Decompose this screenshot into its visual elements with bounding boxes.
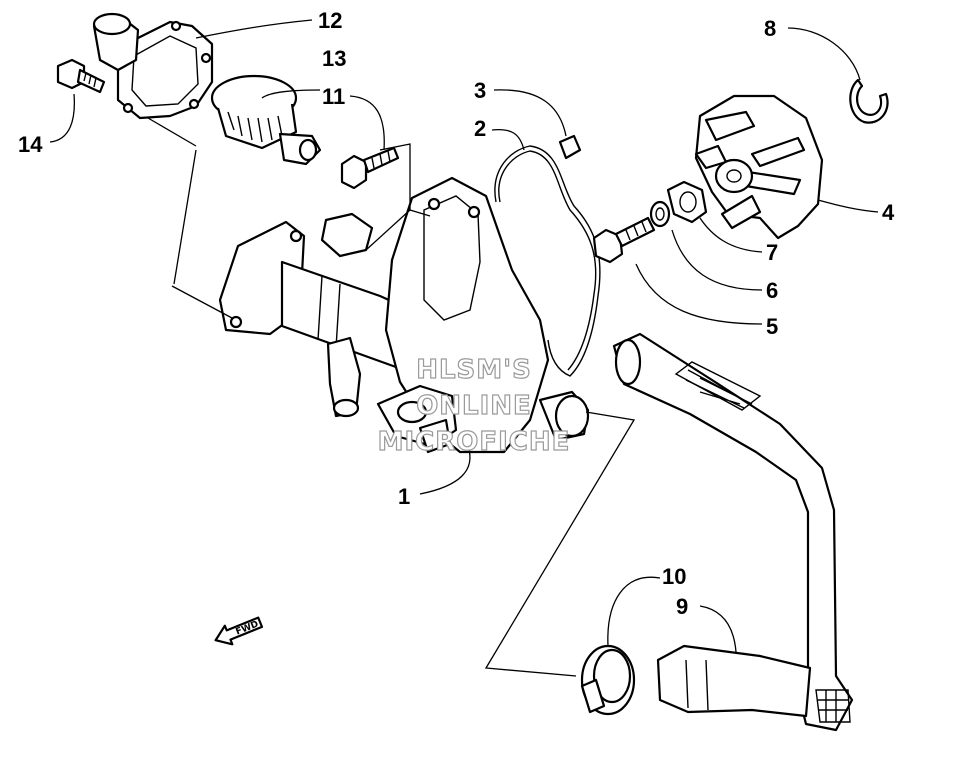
part-1-water-pump-body bbox=[218, 176, 590, 454]
callout-6: 6 bbox=[766, 278, 778, 303]
forward-arrow-icon: FWD bbox=[214, 616, 264, 646]
part-12-thermostat-cover bbox=[92, 12, 214, 120]
watermark-line-3: MICROFICHE bbox=[378, 427, 571, 457]
assembly-lines bbox=[147, 117, 636, 677]
watermark-line-1: HLSM'S bbox=[416, 355, 532, 385]
watermark: HLSM'S ONLINE MICROFICHE bbox=[377, 354, 571, 457]
callout-10: 10 bbox=[662, 564, 686, 589]
part-5-bolt bbox=[592, 216, 656, 264]
part-13-thermostat bbox=[210, 74, 322, 166]
part-8-circlip bbox=[849, 78, 889, 124]
callout-7: 7 bbox=[766, 240, 778, 265]
callout-1: 1 bbox=[398, 484, 410, 509]
part-10-hose-clamp bbox=[580, 644, 636, 716]
callout-8: 8 bbox=[764, 16, 776, 41]
part-7-nut bbox=[666, 180, 708, 224]
part-11-bolt bbox=[340, 146, 400, 190]
part-9-hose bbox=[612, 332, 854, 732]
callout-2: 2 bbox=[474, 116, 486, 141]
callout-5: 5 bbox=[766, 314, 778, 339]
forward-arrow-label: FWD bbox=[235, 619, 261, 637]
callout-labels: 1 2 3 4 5 6 7 8 9 10 11 12 13 14 bbox=[18, 8, 895, 619]
part-14-bolt bbox=[56, 58, 106, 94]
callout-11: 11 bbox=[322, 84, 345, 109]
watermark-line-2: ONLINE bbox=[416, 391, 532, 421]
callout-9: 9 bbox=[676, 594, 688, 619]
callout-13: 13 bbox=[322, 46, 346, 71]
callout-12: 12 bbox=[318, 8, 342, 33]
leader-lines bbox=[49, 19, 879, 653]
callout-4: 4 bbox=[882, 200, 895, 225]
part-3-pin bbox=[558, 134, 582, 160]
part-6-washer bbox=[649, 200, 671, 228]
callout-3: 3 bbox=[474, 78, 486, 103]
callout-14: 14 bbox=[18, 132, 43, 157]
part-4-impeller bbox=[694, 94, 824, 240]
